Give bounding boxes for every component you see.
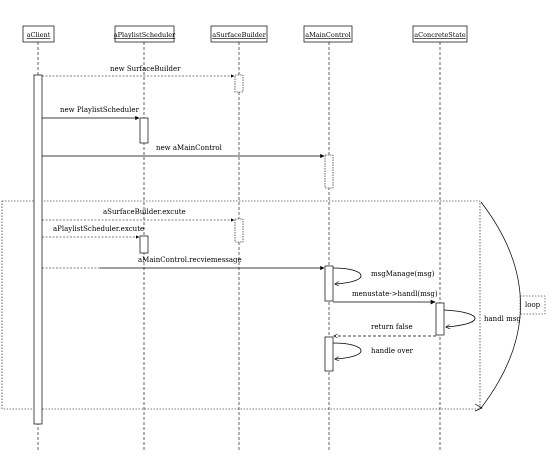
loop-label: loop: [525, 301, 541, 309]
message-return-false: return false: [334, 323, 436, 336]
control-activation-2: [324, 265, 334, 302]
lifeline-builder: aSurfaceBuilder: [210, 25, 268, 450]
svg-text:new aMainControl: new aMainControl: [156, 144, 223, 152]
message-handl-msg: handl msg: [443, 309, 521, 327]
svg-text:msgManage(msg): msgManage(msg): [371, 270, 435, 278]
svg-text:handl msg: handl msg: [484, 315, 521, 323]
message-main-control-receive: aMainControl.recviemessage: [42, 256, 325, 271]
message-msg-manage: msgManage(msg): [332, 267, 435, 284]
lifeline-control-label: aMainControl: [305, 31, 350, 39]
lifeline-state-label: aConcreteState: [414, 31, 466, 39]
scheduler-activation-1: [139, 117, 149, 144]
message-playlist-scheduler-execute: aPlaylistScheduler.excute: [42, 225, 144, 239]
lifeline-client: aClient: [22, 25, 55, 450]
svg-text:new PlaylistScheduler: new PlaylistScheduler: [60, 106, 140, 114]
loop-frame: loop: [1, 200, 546, 412]
svg-text:menustate->handl(msg): menustate->handl(msg): [352, 290, 438, 298]
svg-text:handle over: handle over: [371, 347, 414, 355]
message-new-main-control: new aMainControl: [42, 144, 325, 159]
message-surface-builder-execute: aSurfaceBuilder.excute: [42, 208, 235, 222]
message-handle-over: handle over: [332, 342, 414, 359]
svg-text:new SurfaceBuilder: new SurfaceBuilder: [110, 65, 181, 73]
message-new-surface-builder: new SurfaceBuilder: [42, 65, 235, 78]
svg-text:return false: return false: [371, 323, 413, 331]
lifeline-client-label: aClient: [27, 31, 51, 39]
message-new-playlist-scheduler: new PlaylistScheduler: [42, 106, 140, 121]
svg-text:aSurfaceBuilder.excute: aSurfaceBuilder.excute: [103, 208, 186, 216]
message-menustate-handl: menustate->handl(msg): [333, 290, 438, 305]
lifeline-scheduler-label: aPlaylistScheduler: [114, 31, 176, 39]
control-activation-3: [324, 336, 334, 372]
lifeline-control: aMainControl: [303, 25, 353, 450]
builder-activation-2: [234, 218, 244, 243]
control-activation-1: [324, 154, 334, 189]
lifeline-scheduler: aPlaylistScheduler: [114, 25, 176, 450]
builder-activation-1: [234, 74, 244, 93]
lifeline-builder-label: aSurfaceBuilder: [212, 31, 267, 39]
lifeline-state: aConcreteState: [412, 25, 468, 450]
svg-text:aMainControl.recviemessage: aMainControl.recviemessage: [138, 256, 242, 264]
svg-text:aPlaylistScheduler.excute: aPlaylistScheduler.excute: [53, 225, 144, 233]
state-activation: [435, 302, 445, 336]
client-activation: [33, 74, 43, 425]
scheduler-activation-2: [139, 235, 149, 254]
